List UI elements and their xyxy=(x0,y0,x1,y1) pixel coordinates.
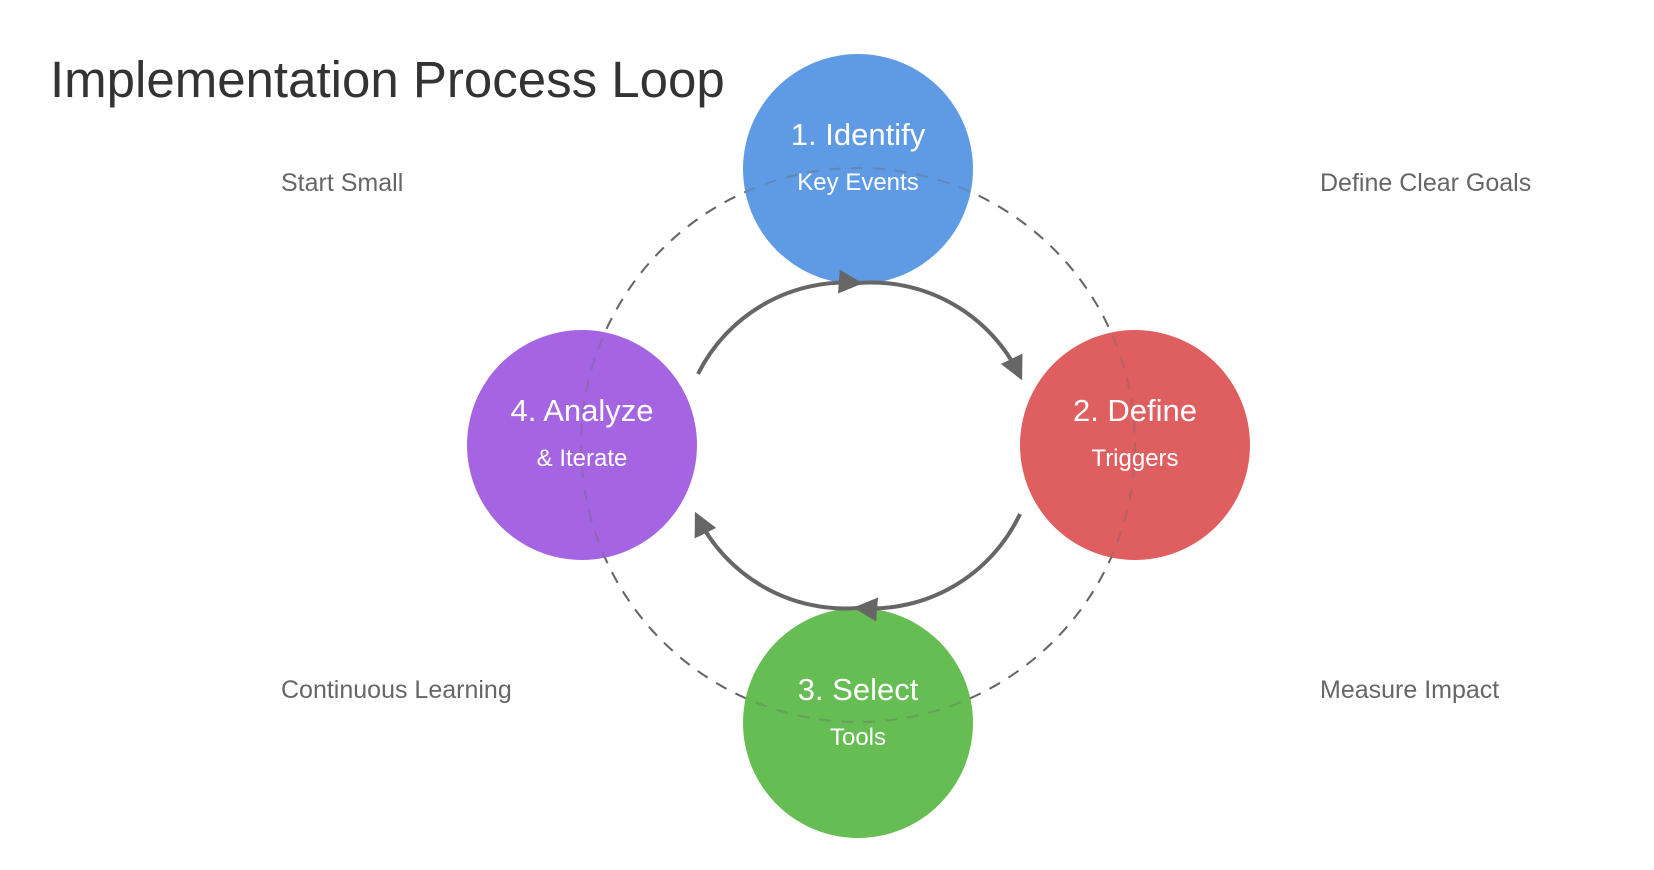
step-identify-title: 1. Identify xyxy=(791,117,926,152)
arrow-define-to-select xyxy=(853,513,1022,622)
arrow-identify-to-define xyxy=(857,280,1023,381)
step-define-circle xyxy=(1020,330,1250,560)
step-select-circle xyxy=(743,608,973,838)
step-define-title: 2. Define xyxy=(1073,393,1197,428)
step-analyze-circle xyxy=(467,330,697,560)
arrow-select-to-analyze xyxy=(694,511,859,611)
step-select-title: 3. Select xyxy=(798,672,919,707)
note-define-clear-goals: Define Clear Goals xyxy=(1320,169,1531,197)
note-measure-impact: Measure Impact xyxy=(1320,676,1499,704)
step-identify-circle xyxy=(743,54,973,284)
note-continuous-learning: Continuous Learning xyxy=(281,676,512,704)
page-title: Implementation Process Loop xyxy=(50,51,725,108)
note-start-small: Start Small xyxy=(281,169,403,197)
step-select-subtitle: Tools xyxy=(830,724,886,751)
step-define-subtitle: Triggers xyxy=(1091,445,1178,472)
step-identify-subtitle: Key Events xyxy=(797,169,918,196)
step-analyze-title: 4. Analyze xyxy=(510,393,653,428)
step-analyze-subtitle: & Iterate xyxy=(537,445,628,472)
arrow-analyze-to-identify xyxy=(696,269,863,375)
dashed-loop-ring-overlay xyxy=(580,167,1136,723)
